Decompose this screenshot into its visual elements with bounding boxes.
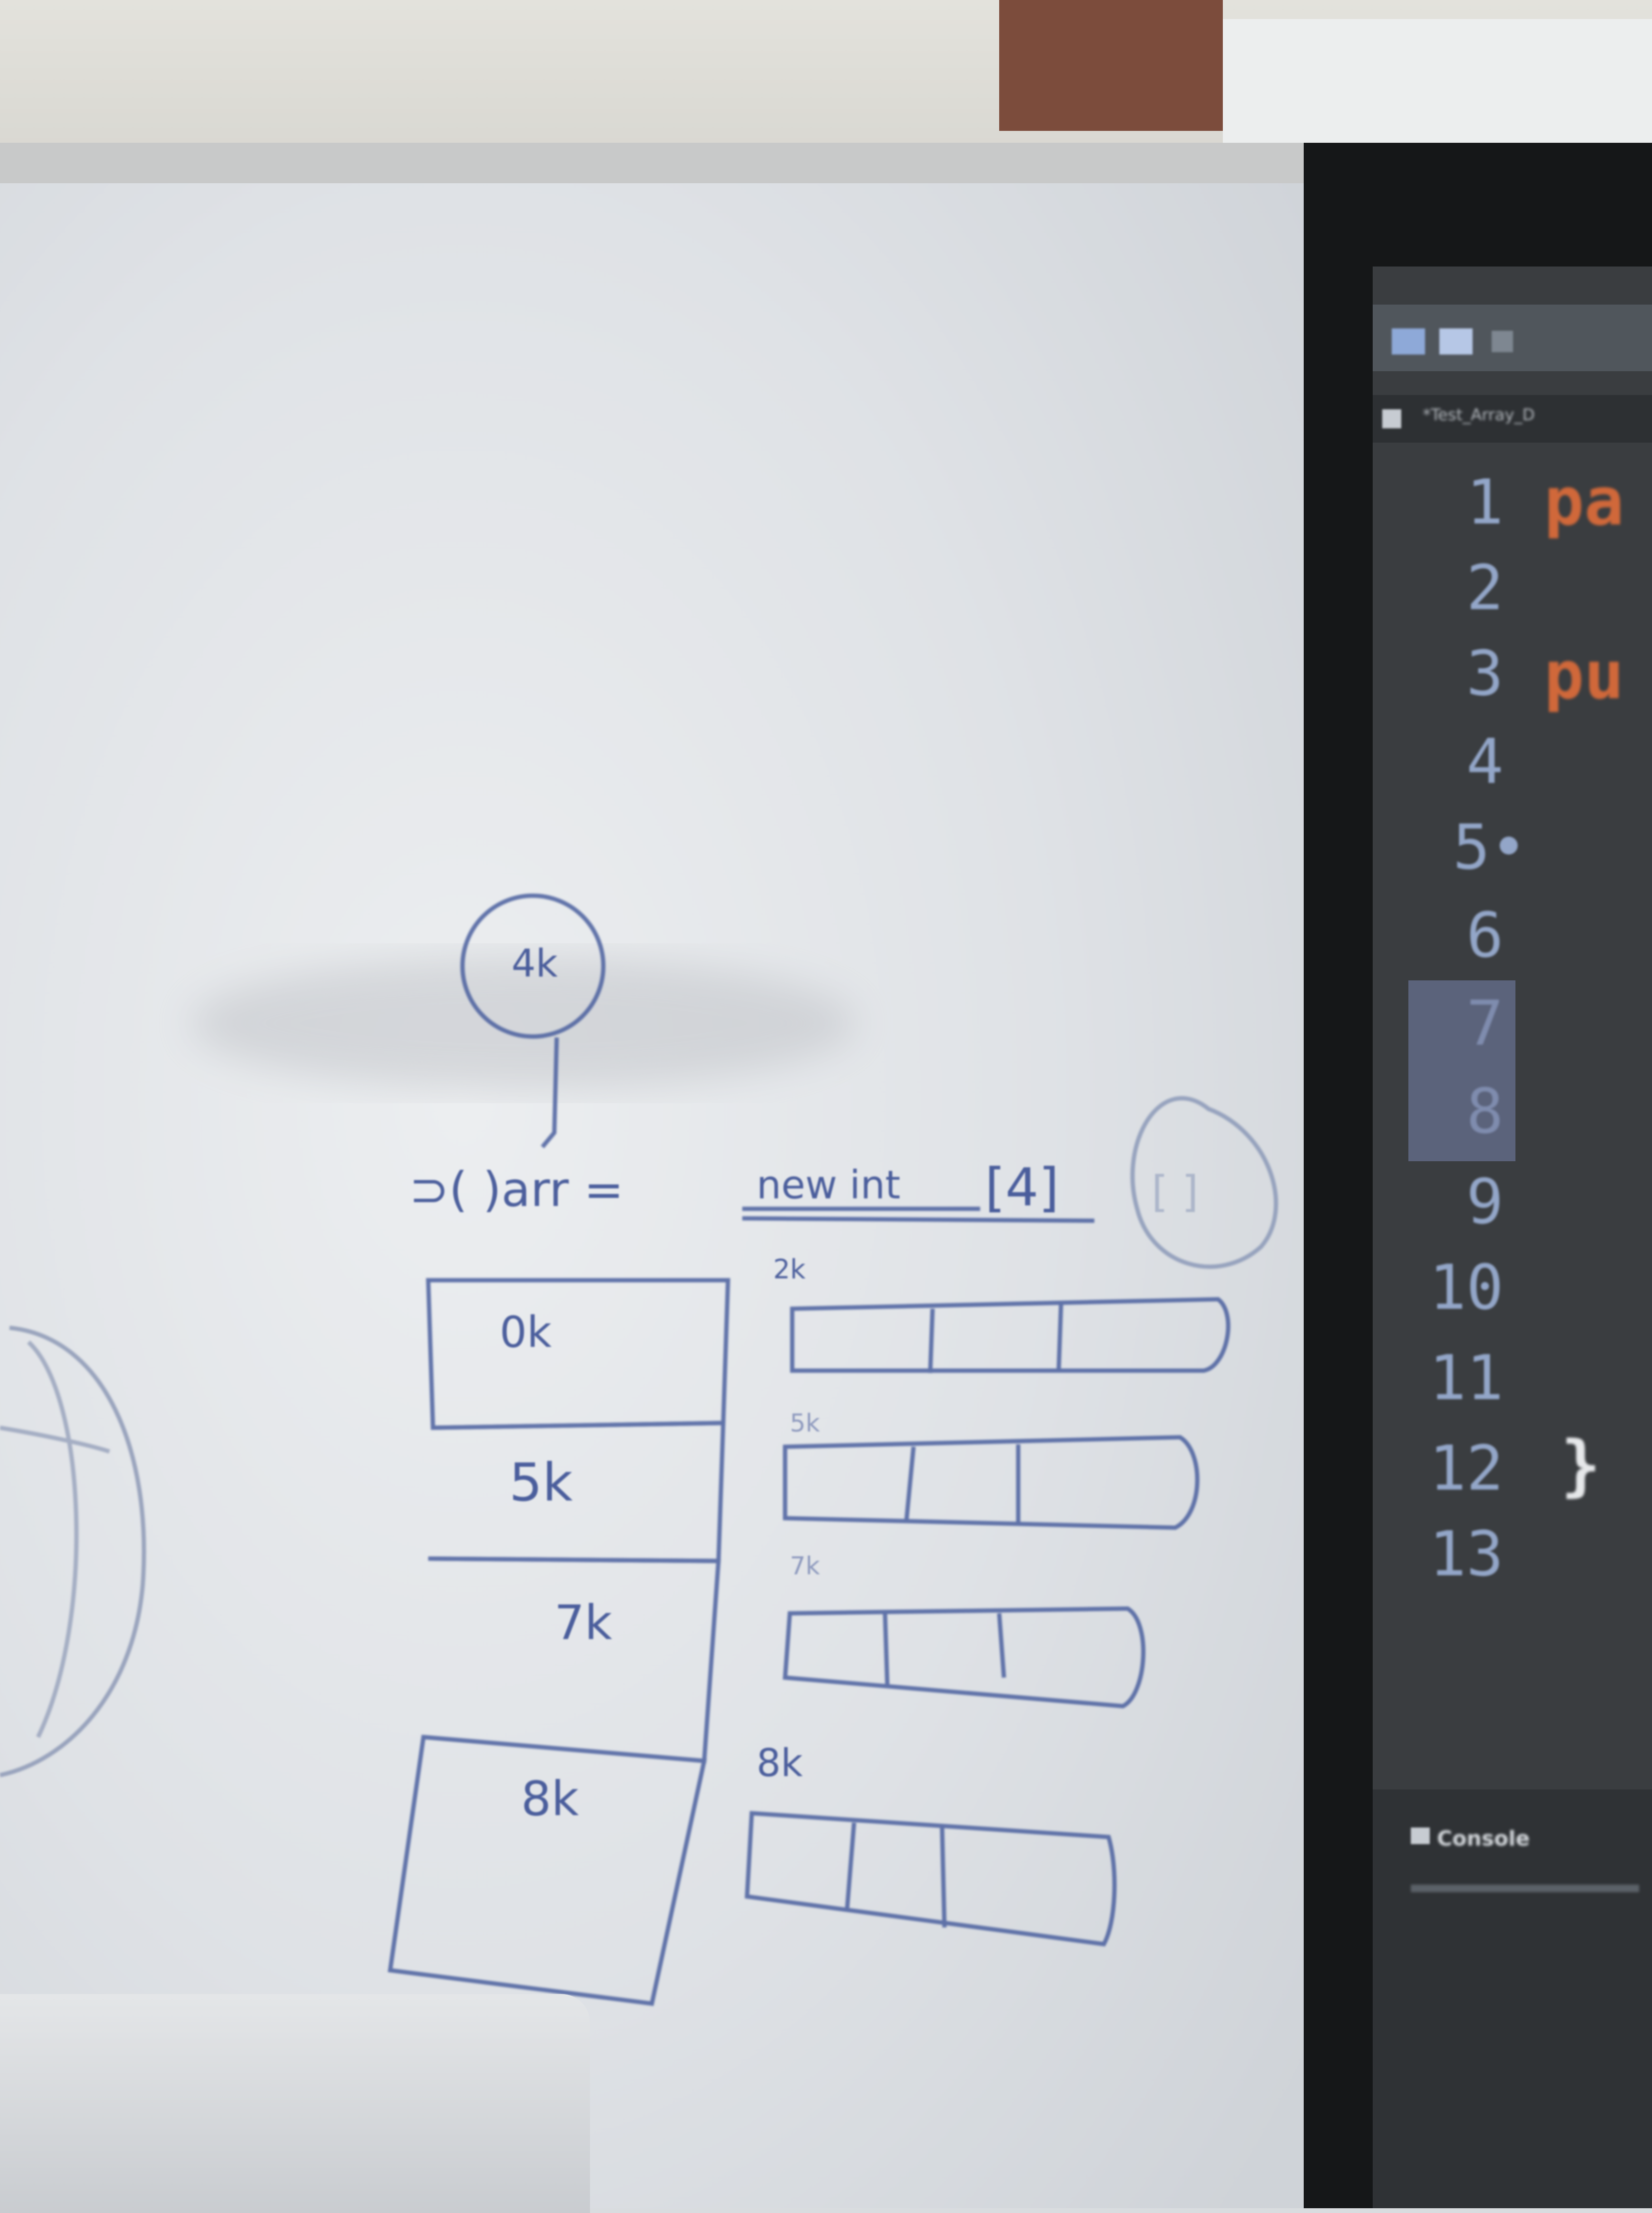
bracket-circle — [1130, 1096, 1278, 1269]
circle-annotation — [460, 893, 606, 1039]
console-tab-label: Console — [1437, 1827, 1530, 1851]
editor-tab[interactable] — [1373, 395, 1652, 443]
code-statement-size: [4] — [985, 1157, 1059, 1218]
code-statement-right: [ ] — [1151, 1167, 1199, 1217]
array-cell-4 — [387, 1735, 707, 2006]
circle-note-text: 4k — [511, 941, 558, 986]
code-keyword-package: pa — [1544, 463, 1624, 541]
wall-cabinet — [999, 0, 1223, 131]
label-8k-small: 8k — [757, 1741, 803, 1785]
line-number: 6 — [1466, 899, 1504, 971]
sub-array-1-dividers — [928, 1304, 1063, 1373]
line-number: 12 — [1429, 1432, 1504, 1504]
sub-array-3 — [783, 1606, 1146, 1709]
label-2k: 2k — [773, 1254, 806, 1285]
console-output-line — [1411, 1885, 1639, 1892]
code-statement-new: new int — [757, 1163, 901, 1208]
line-number: 5• — [1453, 811, 1527, 883]
line-number: 2 — [1466, 552, 1504, 624]
code-statement-left: ⊃( )arr = — [409, 1162, 624, 1217]
underline — [742, 1206, 1095, 1223]
partial-drawing-left-lines — [0, 1340, 110, 1738]
console-icon — [1411, 1828, 1430, 1844]
cell-label-0k: 0k — [500, 1307, 552, 1357]
line-number: 9 — [1466, 1166, 1504, 1238]
label-5k-small: 5k — [790, 1409, 820, 1438]
cell-label-7k: 7k — [554, 1595, 612, 1650]
projector-screen-housing — [1223, 19, 1652, 143]
code-keyword-public: pu — [1544, 637, 1624, 714]
save-icon[interactable] — [1392, 328, 1425, 355]
partial-drawing-left — [0, 1325, 146, 1778]
line-number: 1 — [1466, 466, 1504, 538]
sub-array-4 — [745, 1811, 1117, 1946]
toolbar-tool-icon[interactable] — [1492, 331, 1513, 352]
sub-array-2 — [783, 1435, 1200, 1530]
cell-label-8k: 8k — [521, 1771, 579, 1827]
line-number: 7 — [1466, 987, 1504, 1059]
java-file-icon — [1382, 409, 1401, 428]
console-panel — [1373, 1789, 1652, 2208]
open-file-icon[interactable] — [1439, 328, 1473, 355]
whiteboard-drawing — [0, 893, 1278, 2006]
whiteboard — [0, 183, 1323, 2208]
editor-tab-title: *Test_Array_D — [1423, 405, 1535, 425]
line-number: 10 — [1429, 1251, 1504, 1324]
line-number: 11 — [1429, 1342, 1504, 1414]
pointer-line — [541, 1037, 559, 1148]
line-number: 8 — [1466, 1075, 1504, 1147]
line-number: 3 — [1466, 637, 1504, 710]
code-closing-brace: } — [1561, 1427, 1601, 1504]
line-number: 13 — [1429, 1518, 1504, 1590]
label-7k-small: 7k — [790, 1552, 820, 1581]
laptop-lid — [0, 1994, 590, 2213]
sub-array-4-dividers — [845, 1822, 947, 1928]
sub-array-3-dividers — [883, 1613, 1006, 1688]
cell-label-5k: 5k — [509, 1452, 573, 1513]
sub-array-1 — [790, 1297, 1230, 1373]
sub-array-2-dividers — [904, 1444, 1021, 1523]
ide-toolbar — [1373, 305, 1652, 371]
whiteboard-rail — [0, 143, 1313, 186]
line-number: 4 — [1466, 725, 1504, 798]
current-line-highlight — [1408, 980, 1515, 1161]
eraser-smudge — [190, 957, 856, 1090]
